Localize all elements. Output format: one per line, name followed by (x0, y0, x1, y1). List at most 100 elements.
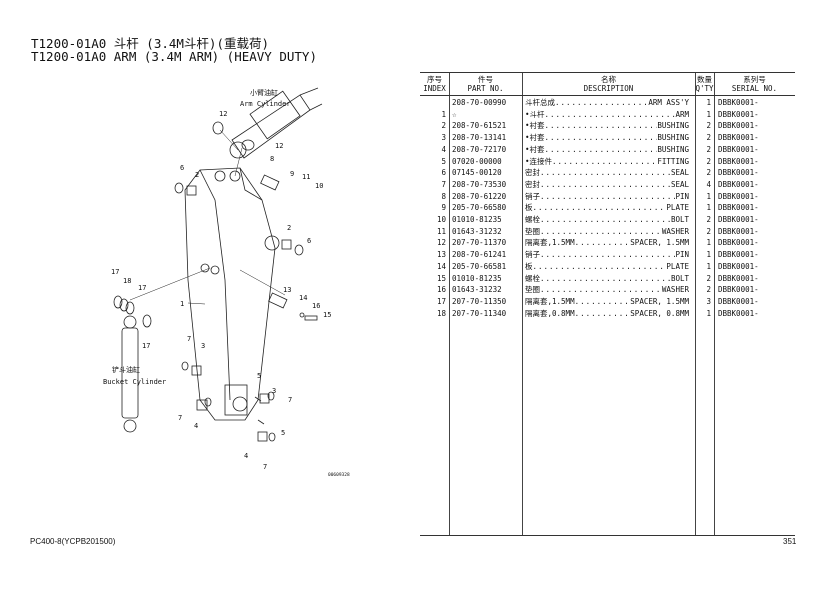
cell-description: 螺栓......................................… (525, 214, 689, 226)
header-index-en: INDEX (423, 84, 446, 93)
cell-part-no: 208-70-13141 (452, 133, 507, 143)
cell-part-no: ☆ (452, 109, 457, 119)
cell-part-no: 208-70-61521 (452, 121, 507, 131)
callouts: 12 12 8 6 2 9 11 10 2 6 17 18 17 1 13 14… (111, 110, 331, 471)
cell-description: 密封......................................… (525, 167, 689, 179)
header-qty-cn: 数量 (697, 75, 712, 84)
desc-en: SPACER, 0.8MM (630, 308, 689, 318)
dot-leader: ........................................… (540, 179, 671, 189)
cell-index: 18 (436, 308, 446, 318)
cell-index: 5 (441, 156, 446, 166)
table-row: 18 207-70-11340 隔离套,0.8MM.................… (420, 308, 795, 320)
callout: 7 (263, 463, 267, 471)
callout: 6 (307, 237, 311, 245)
cell-qty: 1 (706, 98, 711, 107)
callout: 17 (138, 284, 146, 292)
cell-index: 2 (441, 121, 446, 131)
cell-serial: DBBK0001- (718, 144, 759, 154)
cell-description: 隔离套,1.5MM...............................… (525, 237, 689, 249)
cell-serial: DBBK0001- (718, 226, 759, 236)
desc-en: ARM (675, 109, 689, 119)
dot-leader: ........................................… (532, 203, 667, 213)
cell-part-no: 207-70-11340 (452, 308, 507, 318)
bucket-cylinder-drawing (113, 295, 152, 433)
desc-cn: 密封 (525, 168, 540, 178)
table-row: 9205-70-66580板..........................… (420, 202, 795, 214)
cell-description: 销子......................................… (525, 249, 689, 261)
dot-leader: ........................................… (544, 121, 658, 131)
header-serial-en: SERIAL NO. (731, 84, 778, 93)
cell-qty: 2 (706, 226, 711, 236)
table-row: 1☆•斗杆...................................… (420, 109, 795, 121)
cell-serial: DBBK0001- (718, 238, 759, 248)
desc-en: PLATE (666, 261, 689, 271)
cell-qty: 1 (706, 203, 711, 213)
drawing-code: 00609328 (328, 472, 350, 478)
arm-cylinder-label-cn: 小臂油缸 (250, 88, 278, 97)
cell-part-no: 01010-81235 (452, 215, 502, 224)
table-row: 7208-70-73530密封.........................… (420, 179, 795, 191)
table-row: 4208-70-72170•衬套........................… (420, 144, 795, 156)
cell-part-no: 207-70-11350 (452, 296, 507, 306)
cell-part-no: 07145-00120 (452, 168, 502, 178)
cell-description: 垫圈......................................… (525, 226, 689, 238)
desc-cn: 垫圈 (525, 285, 540, 295)
table-row: 2 208-70-61521 •衬套........................… (420, 120, 795, 132)
cell-part-no: 208-70-72170 (452, 144, 507, 154)
page-number: 351 (783, 537, 797, 546)
cell-serial: DBBK0001- (718, 168, 759, 178)
desc-en: PIN (675, 191, 689, 201)
desc-cn: •衬套 (525, 144, 545, 154)
cell-index: 11 (436, 226, 446, 236)
cell-serial: DBBK0001- (718, 215, 759, 224)
dot-leader: ........................................… (540, 191, 675, 201)
desc-en: SEAL (670, 179, 689, 189)
desc-cn: 斗杆总成 (525, 98, 555, 107)
callout: 14 (299, 294, 307, 302)
dot-leader: ........................................… (552, 156, 657, 166)
cell-description: 隔离套,0.8MM...............................… (525, 308, 689, 320)
cell-index: 12 (436, 238, 446, 248)
callout: 6 (180, 164, 184, 172)
dot-leader: ........................................… (540, 226, 662, 236)
cell-serial: DBBK0001- (718, 109, 759, 119)
table-row: 12207-70-11370隔离套,1.5MM.................… (420, 237, 795, 249)
desc-cn: •衬套 (525, 133, 545, 143)
header-serial-cn: 系列号 (743, 75, 766, 84)
cell-qty: 1 (706, 308, 711, 318)
cell-serial: DBBK0001- (718, 156, 759, 166)
cell-serial: DBBK0001- (718, 179, 759, 189)
cell-description: 板.......................................… (525, 261, 689, 273)
cell-part-no: 01643-31232 (452, 285, 502, 295)
desc-cn: •衬套 (525, 121, 545, 131)
callout: 3 (272, 387, 276, 395)
callout: 17 (111, 268, 119, 276)
leader-lines (129, 129, 286, 305)
cell-serial: DBBK0001- (718, 121, 759, 131)
table-row: 3208-70-13141•衬套........................… (420, 132, 795, 144)
desc-en: WASHER (661, 285, 689, 295)
desc-en: ARM ASS'Y (648, 98, 689, 107)
callout: 12 (219, 110, 227, 118)
table-row: 1501010-81235螺栓.........................… (420, 273, 795, 285)
header-desc-en: DESCRIPTION (583, 84, 634, 93)
callout: 4 (244, 452, 248, 460)
callout: 8 (270, 155, 274, 163)
table-row: 607145-00120密封..........................… (420, 167, 795, 179)
callout: 10 (315, 182, 323, 190)
desc-cn: 密封 (525, 179, 540, 189)
page-title-en: T1200-01A0 ARM (3.4M ARM) (HEAVY DUTY) (31, 49, 317, 64)
cell-description: 螺栓......................................… (525, 273, 689, 285)
cell-qty: 1 (706, 250, 711, 260)
cell-index: 4 (441, 144, 446, 154)
header-part-en: PART NO. (467, 84, 504, 93)
desc-en: PLATE (666, 203, 689, 213)
cell-index: 14 (436, 261, 446, 271)
cell-index: 15 (436, 273, 446, 283)
cell-serial: DBBK0001- (718, 273, 759, 283)
desc-en: BUSHING (657, 121, 689, 131)
cell-index: 13 (436, 250, 446, 260)
table-row: 507020-00000•连接件........................… (420, 156, 795, 168)
cell-qty: 2 (706, 121, 711, 131)
header-index-cn: 序号 (427, 75, 442, 84)
